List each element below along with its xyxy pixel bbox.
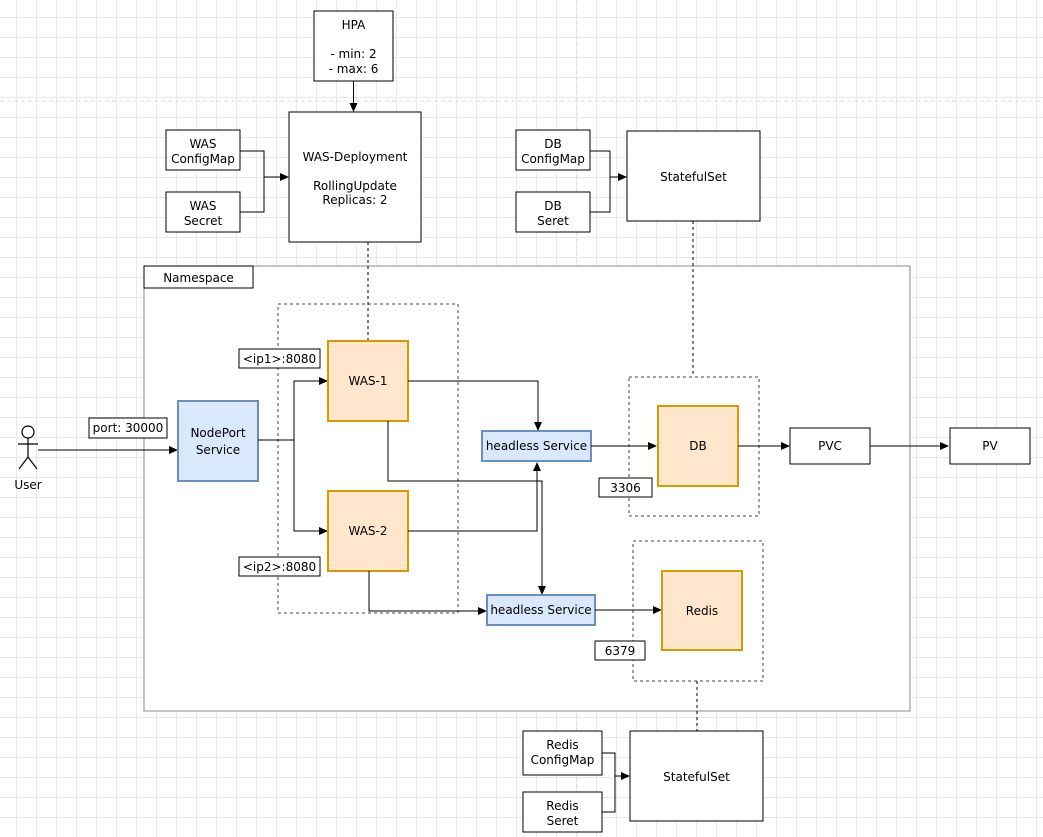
was-secret-line1: WAS — [189, 199, 216, 213]
pv-label: PV — [982, 439, 998, 453]
nodeport-service-line1: NodePort — [190, 426, 245, 440]
hpa-title: HPA — [342, 18, 366, 32]
redis-label: Redis — [686, 604, 718, 618]
namespace-boundary — [143, 265, 911, 712]
redis-port-label: 6379 — [605, 644, 636, 658]
was-deployment-replicas: Replicas: 2 — [322, 193, 387, 207]
db-statefulset-box — [626, 130, 761, 222]
was2-to-db-headless-arrow — [408, 462, 541, 532]
db-label: DB — [689, 439, 706, 453]
was-configmap-box — [165, 129, 241, 171]
was-secret-line2: Secret — [184, 214, 223, 228]
user-label: User — [14, 478, 41, 492]
db-pod — [657, 405, 739, 487]
user-icon — [18, 425, 38, 470]
namespace-label: Namespace — [163, 271, 234, 285]
was2-label: WAS-2 — [349, 524, 388, 538]
redis-pod — [661, 570, 743, 651]
redis-port-box — [594, 640, 646, 661]
nodeport-service-box — [177, 400, 259, 482]
was-deployment-name: WAS-Deployment — [303, 150, 408, 164]
nodeport-port-label: port: 30000 — [93, 421, 164, 435]
was-configmap-arrow — [240, 150, 289, 181]
db-secret-connector — [590, 177, 611, 213]
was1-to-redis-headless-arrow — [387, 421, 546, 595]
db-configmap-line2: ConfigMap — [521, 152, 585, 166]
redis-configmap-line2: ConfigMap — [531, 753, 595, 767]
db-statefulset-label: StatefulSet — [660, 170, 727, 184]
redis-configmap-line1: Redis — [546, 738, 578, 752]
was-configmap-line1: WAS — [189, 137, 216, 151]
pvc-label: PVC — [818, 439, 842, 453]
redis-secret-connector — [602, 776, 616, 813]
redis-headless-service-label: headless Service — [490, 603, 591, 617]
was-secret-connector — [240, 177, 265, 213]
was-deployment-strategy: RollingUpdate — [313, 179, 397, 193]
was-configmap-line2: ConfigMap — [171, 152, 235, 166]
was2-ip-box — [238, 556, 321, 577]
db-port-box — [598, 477, 653, 498]
nodeport-service-line2: Service — [196, 443, 240, 457]
db-headless-service-label: headless Service — [486, 439, 587, 453]
was1-label: WAS-1 — [349, 374, 388, 388]
pvc-box — [789, 427, 871, 465]
hpa-max: - max: 6 — [329, 62, 379, 76]
was2-ip-label: <ip2>:8080 — [243, 560, 316, 574]
db-secret-line1: DB — [544, 199, 561, 213]
nodeport-to-was2-arrow — [293, 440, 328, 535]
hpa-min: - min: 2 — [330, 47, 376, 61]
nodeport-port-box — [88, 417, 168, 439]
db-port-label: 3306 — [610, 481, 641, 495]
db-secret-box — [515, 191, 591, 233]
db-configmap-arrow — [590, 150, 627, 181]
db-configmap-line1: DB — [544, 137, 561, 151]
was2-to-redis-headless-arrow — [368, 571, 487, 615]
nodeport-to-was1-arrow — [258, 377, 328, 441]
redis-statefulset-label: StatefulSet — [663, 770, 730, 784]
redis-statefulset-box — [629, 730, 764, 822]
was-secret-box — [165, 191, 241, 233]
namespace-label-box — [143, 265, 254, 289]
redis-secret-line1: Redis — [546, 799, 578, 813]
hpa-box — [313, 10, 394, 82]
was-deployment-box — [288, 111, 422, 243]
redis-configmap-box — [522, 730, 603, 776]
db-secret-line2: Seret — [537, 214, 569, 228]
was1-ip-box — [238, 348, 321, 369]
was1-to-db-headless-arrow — [408, 380, 542, 431]
db-configmap-box — [515, 129, 591, 171]
redis-secret-line2: Seret — [547, 814, 579, 828]
redis-configmap-arrow — [602, 752, 630, 780]
was1-ip-label: <ip1>:8080 — [243, 352, 316, 366]
redis-pod-group — [632, 540, 764, 682]
pv-box — [949, 427, 1031, 465]
was2-pod — [327, 490, 409, 572]
